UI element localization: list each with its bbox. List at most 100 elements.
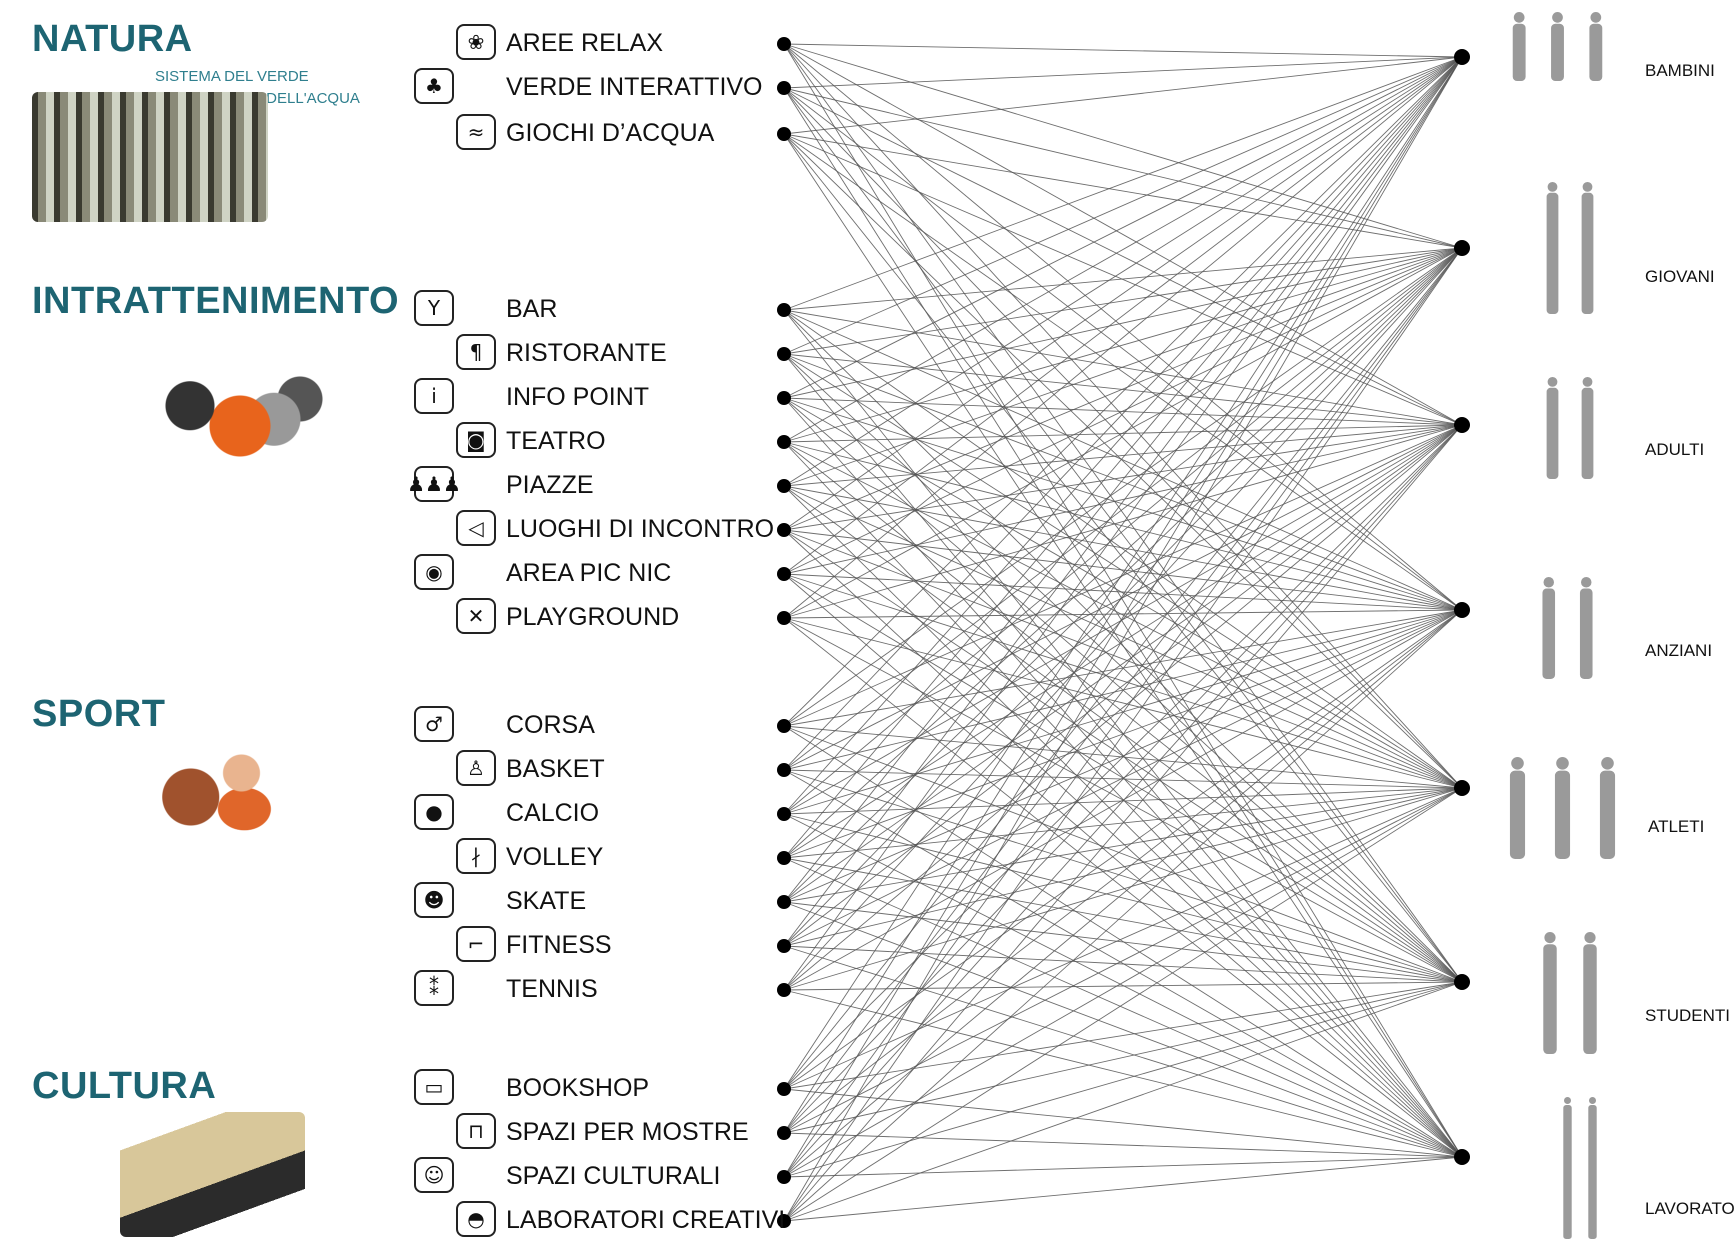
user-group-label: ANZIANI — [1645, 641, 1713, 660]
activity-label: INFO POINT — [506, 383, 650, 411]
child-basketball-photo — [140, 725, 285, 845]
flower-icon: ❀ — [456, 24, 496, 60]
athletes-silhouette — [1509, 757, 1616, 859]
connection-line — [783, 901, 1463, 983]
connection-line — [783, 424, 1463, 903]
user-node — [1454, 974, 1470, 990]
connection-line — [783, 981, 1463, 1090]
workers-silhouette — [1563, 1097, 1597, 1239]
connection-line — [783, 981, 1463, 991]
connection-line — [783, 617, 1463, 1158]
connection-line — [783, 529, 1463, 1158]
category-title: NATURA — [32, 18, 193, 60]
user-group-label: BAMBINI — [1645, 61, 1715, 80]
activity-node — [777, 939, 791, 953]
skater-icon: ☻ — [414, 882, 454, 918]
connection-line — [783, 56, 1463, 1178]
activity-label: BAR — [506, 295, 558, 323]
connection-line — [783, 945, 1463, 1158]
activity-label: AREE RELAX — [506, 29, 664, 57]
connection-line — [783, 424, 1463, 947]
connection-line — [783, 573, 1463, 611]
connection-line — [783, 56, 1463, 991]
connection-line — [783, 424, 1463, 1178]
connection-line — [783, 725, 1463, 983]
connection-line — [783, 424, 1463, 1090]
connection-line — [783, 56, 1463, 575]
activity-label: FITNESS — [506, 931, 612, 959]
connection-line — [783, 56, 1463, 619]
connection-line — [783, 609, 1463, 947]
connection-line — [783, 441, 1463, 789]
connection-line — [783, 56, 1463, 399]
connection-line — [783, 424, 1463, 531]
connection-line — [783, 787, 1463, 947]
connection-line — [783, 247, 1463, 443]
connection-line — [783, 56, 1463, 859]
connection-line — [783, 43, 1463, 249]
forest-adventure-park-photo — [32, 92, 268, 222]
elderly-silhouette — [1542, 577, 1593, 679]
connection-line — [783, 813, 1463, 983]
activity-node — [777, 807, 791, 821]
activity-node — [777, 391, 791, 405]
connection-line — [783, 56, 1463, 311]
basketball-player-icon: ♙ — [456, 750, 496, 786]
connection-line — [783, 43, 1463, 58]
connection-line — [783, 901, 1463, 1158]
connection-line — [783, 56, 1463, 1090]
connection-line — [783, 133, 1463, 983]
connection-line — [783, 43, 1463, 983]
children-playing-icon: ✕ — [456, 598, 496, 634]
connection-line — [783, 133, 1463, 611]
connection-line — [783, 247, 1463, 355]
activity-node — [777, 435, 791, 449]
connection-line — [783, 247, 1463, 947]
connection-line — [783, 87, 1463, 249]
user-group-label: LAVORATORI — [1645, 1199, 1736, 1218]
activity-node — [777, 1170, 791, 1184]
palette-icon: ◓ — [456, 1201, 496, 1237]
connection-line — [783, 1156, 1463, 1222]
connection-line — [783, 424, 1463, 859]
connection-line — [783, 787, 1463, 1178]
connection-line — [783, 247, 1463, 727]
activity-label: BASKET — [506, 755, 605, 783]
connection-line — [783, 485, 1463, 789]
connection-line — [783, 133, 1463, 426]
connection-line — [783, 247, 1463, 771]
connection-line — [783, 353, 1463, 611]
children-silhouette — [1512, 12, 1603, 81]
user-node — [1454, 417, 1470, 433]
connection-line — [783, 609, 1463, 1134]
connection-line — [783, 424, 1463, 991]
activity-label: CORSA — [506, 711, 595, 739]
easel-icon: ⊓ — [456, 1113, 496, 1149]
user-node — [1454, 602, 1470, 618]
connection-line — [783, 857, 1463, 1158]
activity-node — [777, 1082, 791, 1096]
activity-node — [777, 983, 791, 997]
books-photo — [120, 1112, 305, 1237]
activity-node — [777, 763, 791, 777]
connection-line — [783, 56, 1463, 727]
connection-line — [783, 56, 1463, 443]
connection-line — [783, 87, 1463, 1158]
connection-line — [783, 424, 1463, 1134]
activity-label: SPAZI PER MOSTRE — [506, 1118, 749, 1146]
connection-line — [783, 309, 1463, 426]
connection-line — [783, 485, 1463, 611]
activity-label: PLAYGROUND — [506, 603, 680, 631]
connection-line — [783, 485, 1463, 1158]
people-group-photo — [130, 345, 330, 480]
connection-line — [783, 247, 1463, 575]
connection-line — [783, 981, 1463, 1134]
connection-line — [783, 247, 1463, 311]
connection-line — [783, 133, 1463, 789]
activity-label: TEATRO — [506, 427, 606, 455]
connection-line — [783, 247, 1463, 619]
connection-line — [783, 43, 1463, 426]
connection-line — [783, 424, 1463, 1222]
activity-label: AREA PIC NIC — [506, 559, 672, 587]
